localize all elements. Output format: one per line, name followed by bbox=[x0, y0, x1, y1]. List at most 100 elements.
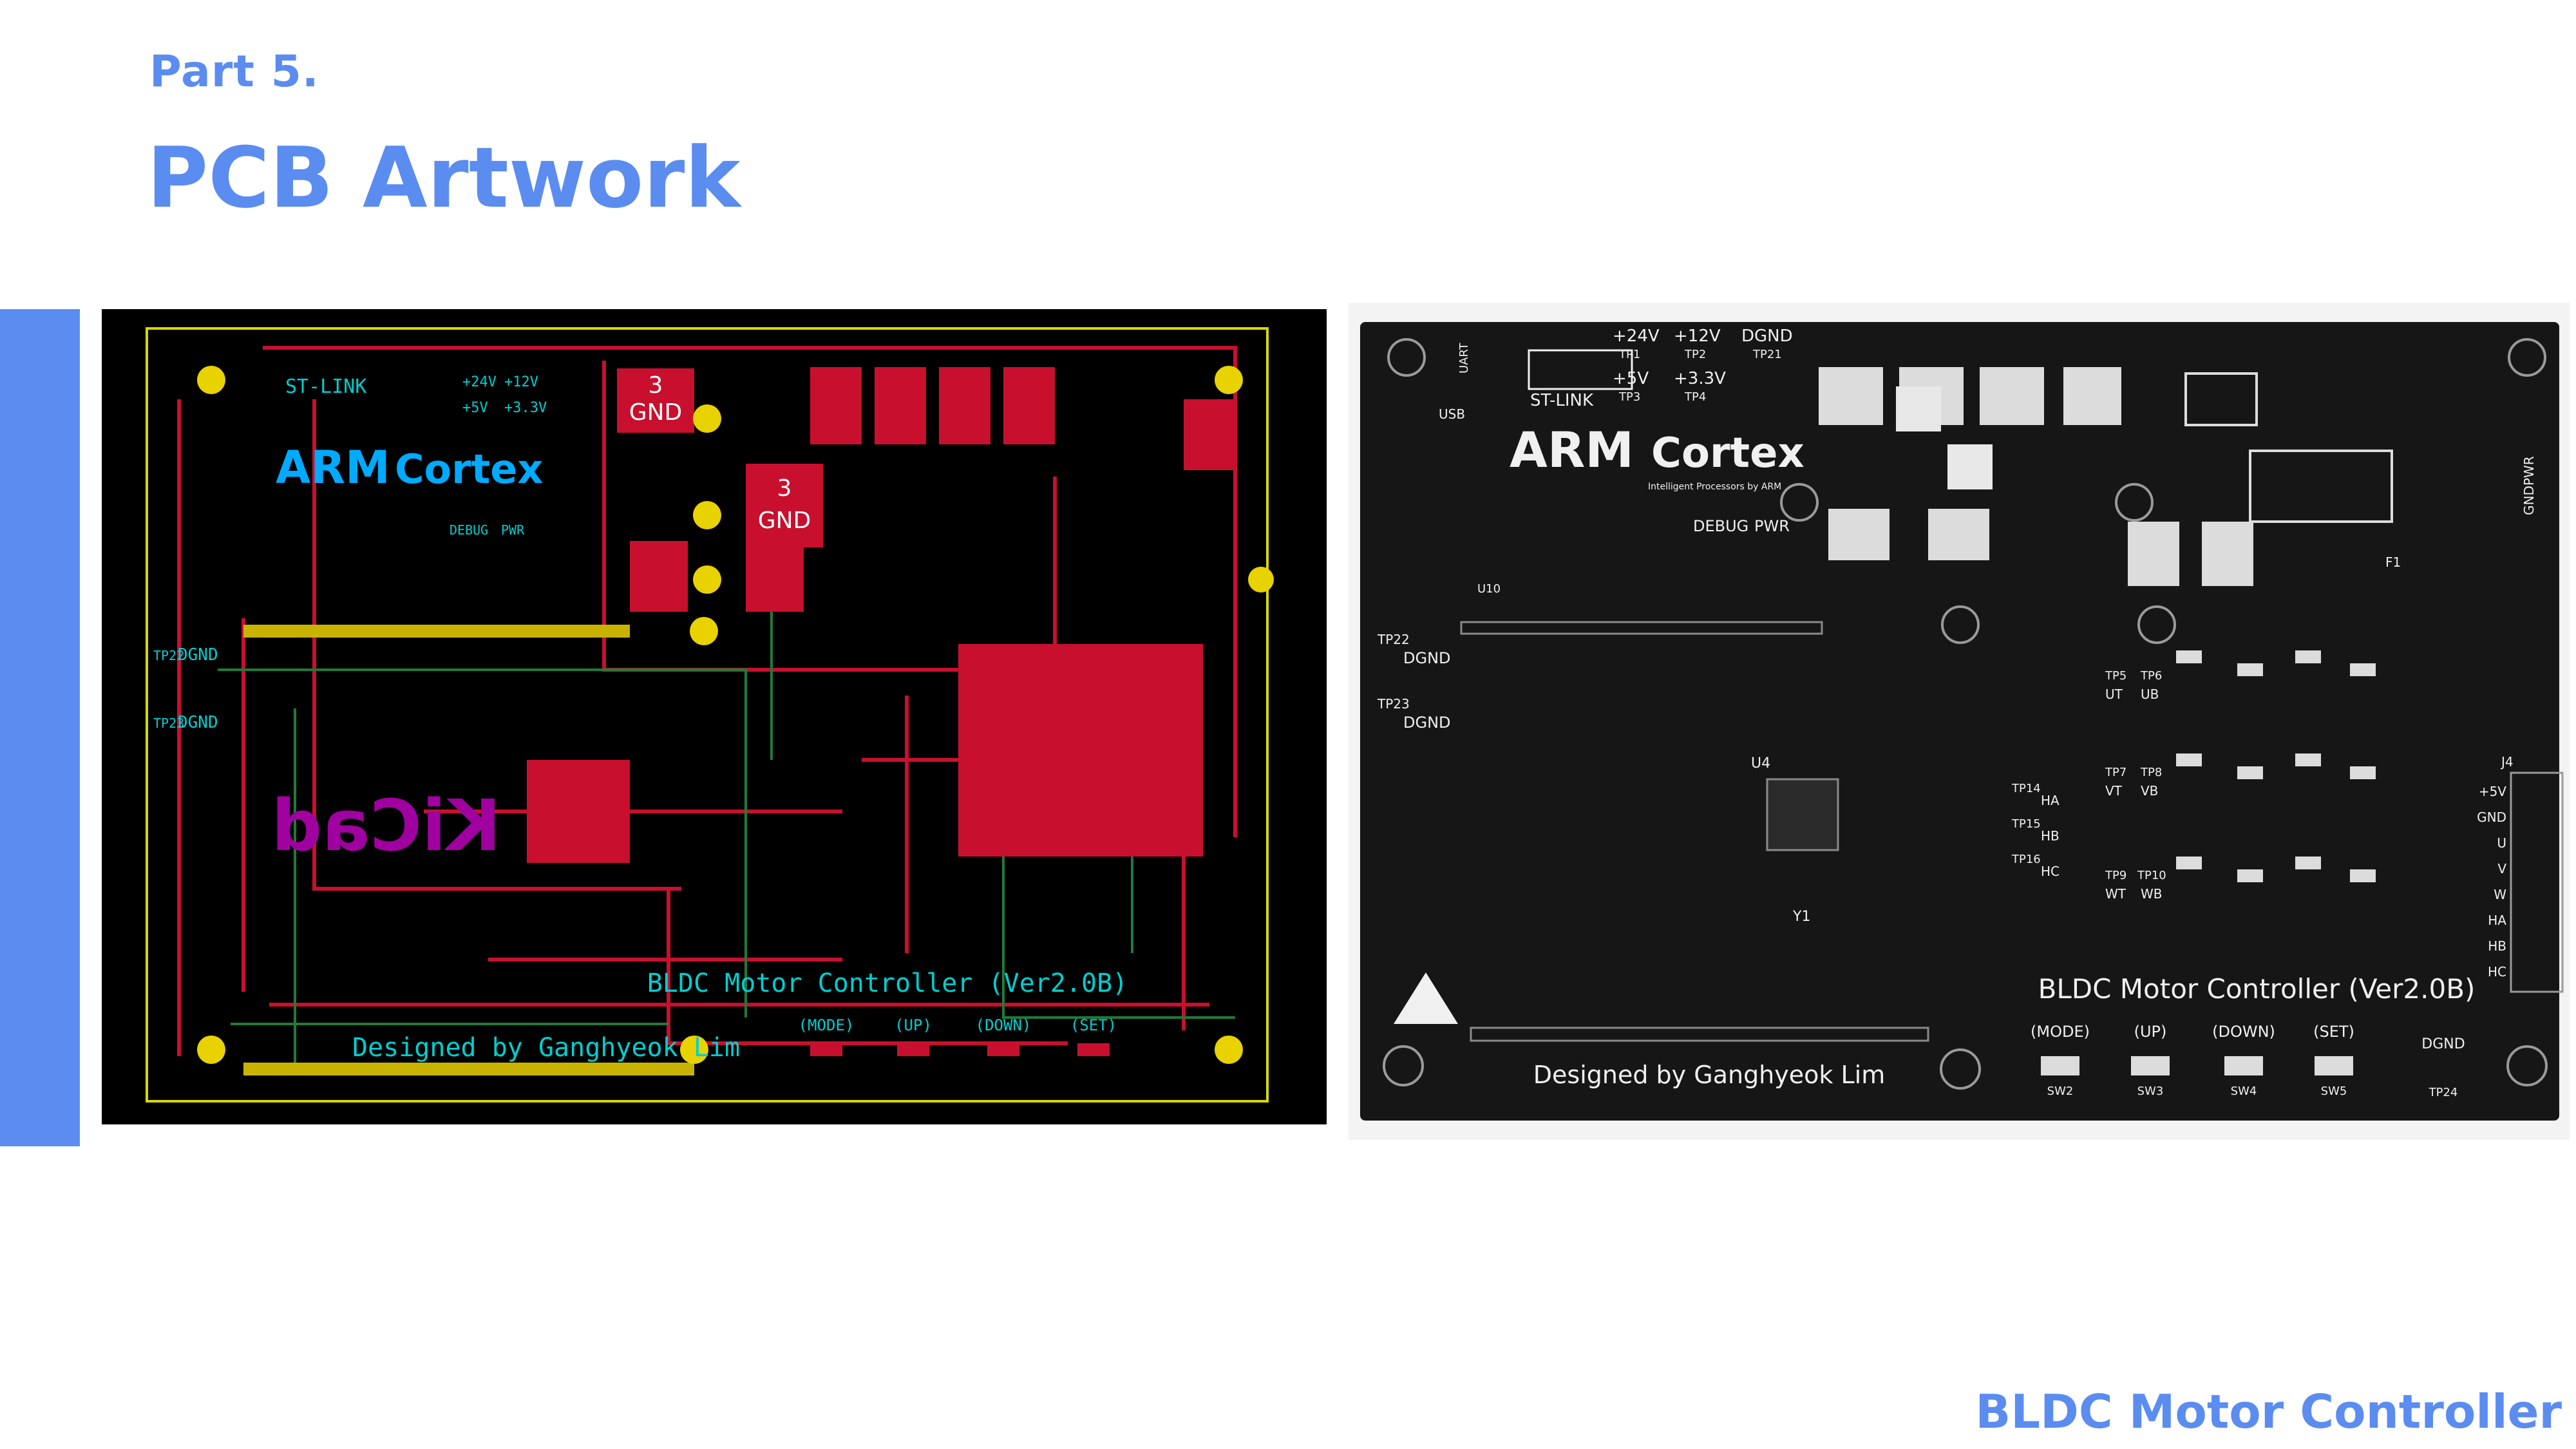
photo-btn-mode-ref: SW2 bbox=[2047, 1084, 2074, 1098]
esd-warning-icon bbox=[1394, 972, 1458, 1024]
pcb-layout-drawing: ARM Cortex ST-LINK 3 GND 3 GND +24V +12V… bbox=[146, 327, 1274, 1103]
photo-tp10-label: WB bbox=[2141, 886, 2163, 902]
tp22-label: TP22 bbox=[153, 648, 184, 663]
arm-logo: ARM bbox=[276, 441, 390, 494]
photo-designer-credit: Designed by Ganghyeok Lim bbox=[1533, 1061, 1885, 1089]
photo-smd-pads bbox=[1819, 367, 2393, 586]
btn-mode-label: (MODE) bbox=[799, 1016, 855, 1034]
dgnd-1-label: DGND bbox=[178, 645, 218, 665]
tp23-label: TP23 bbox=[153, 715, 184, 731]
photo-f1: F1 bbox=[2385, 554, 2401, 570]
photo-header-top bbox=[1460, 621, 1823, 635]
photo-st-link: ST-LINK bbox=[1530, 391, 1594, 410]
photo-dgnd-br: DGND bbox=[2421, 1036, 2465, 1052]
photo-tp15: TP15 bbox=[2011, 817, 2041, 831]
photo-tp23: TP23 bbox=[1377, 696, 1410, 712]
photo-tp9: TP9 bbox=[2105, 869, 2126, 882]
v33-label: +3.3V bbox=[504, 400, 547, 416]
photo-j4-pins: +5V GND U V W HA HB HC bbox=[2477, 784, 2506, 980]
photo-btn-set: (SET) bbox=[2313, 1023, 2354, 1041]
photo-cortex-logo: Cortex bbox=[1651, 430, 1804, 477]
photo-tp14: TP14 bbox=[2011, 782, 2041, 795]
board-name: BLDC Motor Controller (Ver2.0B) bbox=[647, 969, 1128, 998]
photo-tp16: TP16 bbox=[2011, 853, 2041, 866]
photo-tp5: TP5 bbox=[2105, 669, 2126, 683]
pcb-layout-render: ARM Cortex ST-LINK 3 GND 3 GND +24V +12V… bbox=[102, 309, 1327, 1124]
photo-uart: UART bbox=[1457, 342, 1471, 374]
photo-btn-mode: (MODE) bbox=[2031, 1023, 2090, 1041]
photo-board-name: BLDC Motor Controller (Ver2.0B) bbox=[2038, 973, 2476, 1005]
photo-tp24: TP24 bbox=[2429, 1086, 2458, 1099]
header-strip-bottom bbox=[243, 1063, 694, 1075]
photo-gndpwr: GNDPWR bbox=[2521, 456, 2537, 515]
v5-label: +5V bbox=[462, 400, 488, 416]
copper-pads bbox=[527, 367, 1235, 863]
photo-j4-pin-v: V bbox=[2497, 861, 2506, 876]
photo-pwr: PWR bbox=[1754, 517, 1790, 535]
pcb-photo: ARM Cortex Intelligent Processors by ARM… bbox=[1349, 303, 2570, 1140]
photo-tp21: TP21 bbox=[1752, 348, 1782, 361]
photo-j4-pin-hc: HC bbox=[2488, 964, 2506, 980]
photo-btn-up: (UP) bbox=[2134, 1023, 2167, 1041]
btn-up-label: (UP) bbox=[895, 1016, 932, 1034]
accent-bar bbox=[0, 309, 80, 1146]
photo-j4-pin-u: U bbox=[2497, 835, 2506, 851]
photo-v5: +5V bbox=[1613, 369, 1649, 388]
photo-dgnd-top: DGND bbox=[1741, 327, 1793, 346]
photo-btn-set-ref: SW5 bbox=[2321, 1084, 2347, 1098]
photo-tagline: Intelligent Processors by ARM bbox=[1648, 482, 1781, 492]
gnd-box-2-num: 3 bbox=[777, 475, 792, 502]
cortex-logo: Cortex bbox=[395, 446, 543, 493]
photo-tp8: TP8 bbox=[2140, 766, 2162, 779]
photo-buttons: (MODE) SW2 (UP) SW3 (DOWN) SW4 (SET) SW5 bbox=[2031, 1023, 2354, 1098]
debug-label: DEBUG bbox=[450, 522, 488, 538]
photo-test-point-grid: TP5 UT TP6 UB TP7 VT TP8 VB TP9 WT TP10 … bbox=[2011, 669, 2166, 902]
photo-tp7-label: VT bbox=[2105, 783, 2123, 799]
photo-tp4: TP4 bbox=[1684, 390, 1706, 404]
part-label: Part 5. bbox=[149, 46, 319, 97]
st-link-label: ST-LINK bbox=[285, 375, 366, 398]
v24-label: +24V bbox=[462, 374, 497, 390]
photo-tp15-label: HB bbox=[2041, 828, 2060, 844]
photo-arm-logo: ARM bbox=[1510, 421, 1634, 478]
pcb-photo-drawing: ARM Cortex Intelligent Processors by ARM… bbox=[1360, 322, 2564, 1121]
photo-usb: USB bbox=[1439, 406, 1465, 422]
photo-tp9-label: WT bbox=[2105, 886, 2126, 902]
pwr-label: PWR bbox=[501, 522, 525, 538]
photo-dgnd-2: DGND bbox=[1403, 714, 1451, 732]
photo-j4-pin-ha: HA bbox=[2488, 913, 2506, 928]
photo-v12: +12V bbox=[1674, 327, 1721, 346]
photo-power-stage bbox=[2176, 650, 2376, 882]
photo-debug: DEBUG bbox=[1693, 517, 1748, 535]
photo-u10: U10 bbox=[1477, 582, 1501, 596]
photo-tp6: TP6 bbox=[2140, 669, 2162, 683]
v12-label: +12V bbox=[504, 374, 538, 390]
photo-tp1: TP1 bbox=[1618, 348, 1640, 361]
photo-dgnd-1: DGND bbox=[1403, 649, 1451, 667]
photo-tp8-label: VB bbox=[2141, 783, 2158, 799]
photo-v24: +24V bbox=[1613, 327, 1660, 346]
footer-title: BLDC Motor Controller bbox=[1975, 1385, 2562, 1439]
kicad-logo: KiCad bbox=[271, 784, 501, 867]
designer-credit: Designed by Ganghyeok Lim bbox=[352, 1033, 740, 1063]
photo-tp5-label: UT bbox=[2105, 687, 2123, 702]
photo-j4-pin-5v: +5V bbox=[2479, 784, 2506, 799]
dgnd-2-label: DGND bbox=[178, 713, 218, 732]
photo-u4: U4 bbox=[1751, 755, 1770, 772]
photo-btn-down: (DOWN) bbox=[2212, 1023, 2275, 1041]
photo-tp2: TP2 bbox=[1684, 348, 1706, 361]
photo-tp7: TP7 bbox=[2105, 766, 2126, 779]
photo-j4: J4 bbox=[2500, 754, 2514, 770]
photo-mounting-holes bbox=[1383, 338, 2548, 1090]
header-strip-top bbox=[243, 625, 630, 638]
photo-tp16-label: HC bbox=[2041, 864, 2060, 879]
layout-buttons: (MODE) (UP) (DOWN) (SET) bbox=[799, 1016, 1117, 1056]
slide-title: PCB Artwork bbox=[147, 129, 741, 227]
btn-set-label: (SET) bbox=[1070, 1016, 1117, 1034]
photo-header-bottom bbox=[1470, 1027, 1929, 1042]
photo-btn-up-ref: SW3 bbox=[2137, 1084, 2164, 1098]
photo-j4-pin-w: W bbox=[2494, 887, 2506, 902]
photo-j4-pin-hb: HB bbox=[2488, 938, 2506, 954]
photo-tp3: TP3 bbox=[1618, 390, 1640, 404]
photo-y1: Y1 bbox=[1792, 909, 1810, 925]
